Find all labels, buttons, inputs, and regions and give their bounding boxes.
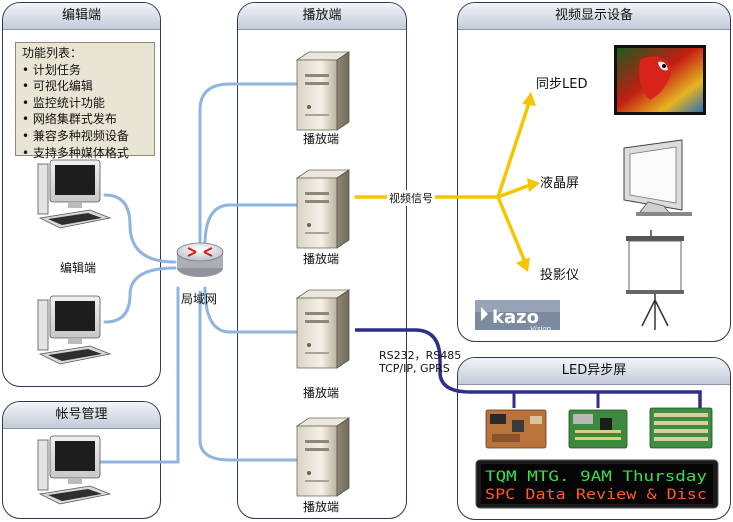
player-label-2: 播放端 [303,252,340,266]
feature-list: 功能列表： 计划任务 可视化编辑 监控统计功能 网络集群式发布 兼容多种视频设备… [15,42,155,160]
led-sign: TQM MTG. 9AM Thursday SPC Data Review & … [475,459,719,509]
link-player3-led-async [355,328,702,412]
feature-item: 支持多种媒体格式 [22,145,148,162]
lcd-label: 液晶屏 [540,176,580,191]
player-server-1 [296,51,350,131]
router-icon [176,242,224,277]
feature-item: 计划任务 [22,62,148,79]
editor-pc-2 [37,295,111,365]
link-editor2-router [103,266,177,324]
link-router-player1 [198,82,299,244]
player-server-2 [296,169,350,249]
link-split-led [496,98,532,199]
editor-pc-1 [37,159,111,229]
lcd-monitor-icon [623,139,692,216]
video-signal-links [354,98,532,264]
control-card-3 [649,407,713,449]
account-panel-title: 帐号管理 [3,402,160,429]
kazo-logo-sub: Vision [530,325,551,333]
player-server-3 [296,289,350,369]
sync-led-screen [614,45,706,115]
feature-item: 可视化编辑 [22,78,148,95]
feature-item: 网络集群式发布 [22,111,148,128]
kazo-logo-brand: kazo [492,307,539,328]
projector-screen-icon [626,230,684,330]
led-sign-line2: SPC Data Review & Disc [485,487,707,503]
arrow-to-led [522,92,536,106]
editor-panel: 编辑端 功能列表： 计划任务 可视化编辑 监控统计功能 网络集群式发布 兼容多种… [2,2,161,387]
link-split-lcd [496,183,532,199]
link-account-router [98,286,180,464]
player-label-4: 播放端 [303,500,340,514]
lan-links [98,82,299,464]
arrow-to-projector [516,257,530,272]
serial-label-line1: RS232，RS485 [379,349,462,362]
lan-label: 局域网 [181,292,218,306]
feature-item: 兼容多种视频设备 [22,128,148,145]
led-async-panel-title: LED异步屏 [458,358,730,385]
feature-item: 监控统计功能 [22,95,148,112]
editor-panel-title: 编辑端 [3,3,160,30]
link-router-player2 [203,203,299,247]
link-editor1-router [103,193,177,264]
sync-led-label: 同步LED [536,77,588,92]
link-router-player3 [203,286,299,334]
player-label-1: 播放端 [303,132,340,146]
player-server-4 [296,417,350,497]
display-panel-title: 视频显示设备 [458,3,730,30]
player-panel-title: 播放端 [238,3,406,30]
editor-pc-label: 编辑端 [60,261,97,275]
led-sign-line1: TQM MTG. 9AM Thursday [485,469,707,485]
link-router-player4 [198,290,299,462]
feature-list-heading: 功能列表： [22,46,83,60]
projector-label: 投影仪 [540,268,580,283]
control-card-1 [485,409,547,449]
link-split-projector [496,195,527,264]
kazo-logo: kazo Vision [475,300,560,333]
player-label-3: 播放端 [303,386,340,400]
video-signal-label: 视频信号 [387,190,435,206]
arrow-to-lcd [527,178,540,192]
control-card-2 [568,409,628,449]
account-pc [37,435,111,505]
arrowheads [516,92,540,272]
serial-label-line2: TCP/IP, GPRS [379,362,450,375]
